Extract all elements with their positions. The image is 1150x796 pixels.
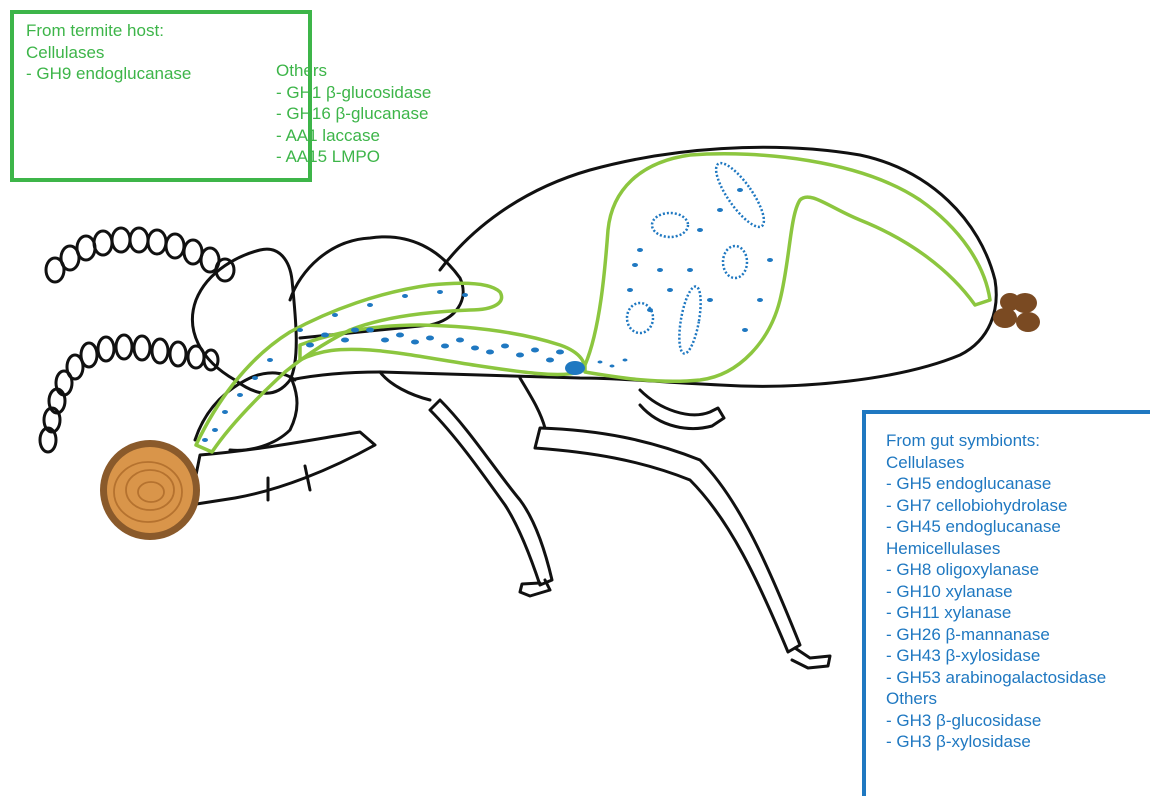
midgut — [300, 325, 584, 374]
symbiont-cellulase-item: - GH7 cellobiohydrolase — [886, 495, 1106, 517]
wood-piece — [100, 440, 200, 540]
symbiont-hemicellulase-item: - GH11 xylanase — [886, 602, 1106, 624]
protists — [627, 157, 772, 355]
rear-leg — [640, 390, 724, 428]
symbiont-other-item: - GH3 β-glucosidase — [886, 710, 1106, 732]
hind-leg — [535, 428, 800, 652]
gut — [196, 154, 990, 452]
hindgut-paunch — [585, 154, 990, 381]
symbiont-hemicellulase-item: - GH10 xylanase — [886, 581, 1106, 603]
host-others-heading: Others — [276, 60, 431, 82]
host-other-item: - GH1 β-glucosidase — [276, 82, 431, 104]
symbiont-panel-title: From gut symbionts: — [886, 430, 1106, 452]
termite-snout — [195, 373, 295, 440]
symbiont-hemicellulase-item: - GH26 β-mannanase — [886, 624, 1106, 646]
host-other-item: - AA1 laccase — [276, 125, 431, 147]
symbiont-cellulases-heading: Cellulases — [886, 452, 1106, 474]
middle-foot — [520, 580, 550, 596]
feces-pellets — [993, 293, 1040, 332]
symbiont-enzymes-panel: From gut symbionts: Cellulases - GH5 end… — [862, 410, 1150, 796]
symbiont-hemicellulases-heading: Hemicellulases — [886, 538, 1106, 560]
foregut — [196, 283, 502, 452]
symbiont-others-heading: Others — [886, 688, 1106, 710]
host-other-item: - AA15 LMPO — [276, 146, 431, 168]
host-enzymes-panel: From termite host: Cellulases - GH9 endo… — [10, 10, 312, 182]
symbiont-other-item: - GH3 β-xylosidase — [886, 731, 1106, 753]
host-other-item: - GH16 β-glucanase — [276, 103, 431, 125]
symbiont-cellulase-item: - GH5 endoglucanase — [886, 473, 1106, 495]
hind-foot — [792, 648, 830, 668]
host-panel-title: From termite host: — [26, 20, 191, 42]
host-cellulase-item: - GH9 endoglucanase — [26, 63, 191, 85]
symbiont-hemicellulase-item: - GH8 oligoxylanase — [886, 559, 1106, 581]
symbiont-hemicellulase-item: - GH43 β-xylosidase — [886, 645, 1106, 667]
upper-antenna — [46, 228, 234, 282]
symbiont-hemicellulase-item: - GH53 arabinogalactosidase — [886, 667, 1106, 689]
host-cellulases-heading: Cellulases — [26, 42, 191, 64]
thorax-segments — [380, 372, 545, 428]
middle-leg — [430, 400, 552, 585]
symbiont-cellulase-item: - GH45 endoglucanase — [886, 516, 1106, 538]
lower-antenna — [40, 335, 218, 452]
